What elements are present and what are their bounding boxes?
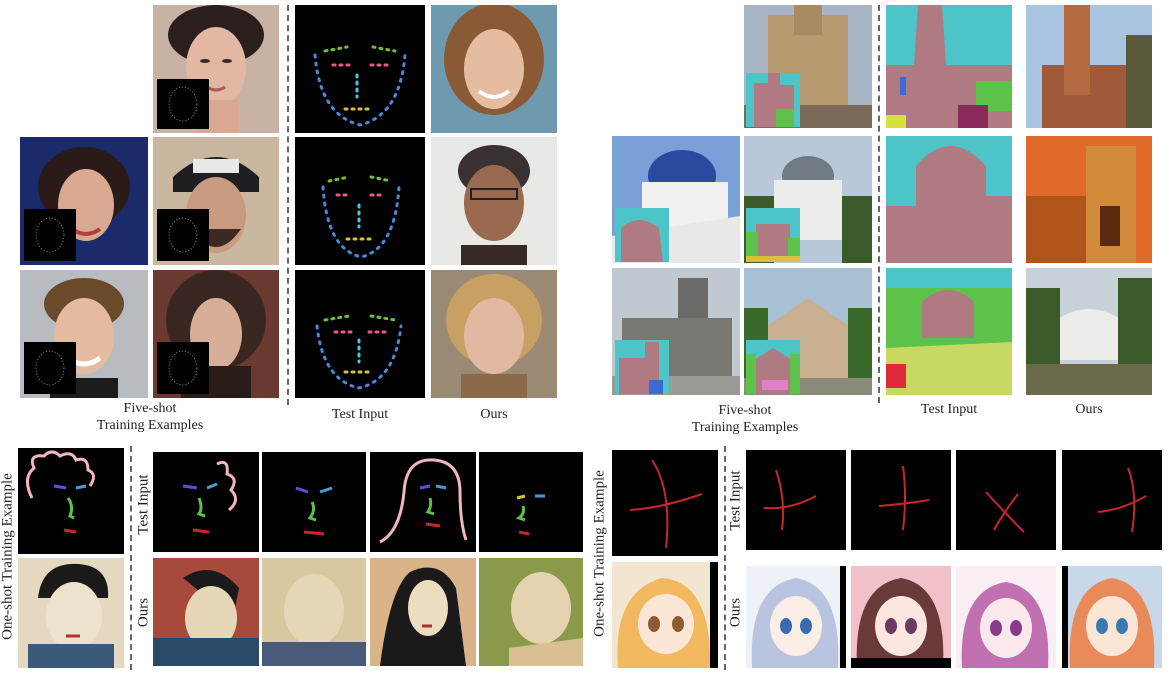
- face-test-input-1: [295, 5, 425, 133]
- church-training-example-1: [744, 5, 872, 128]
- face-training-example-3: [153, 137, 279, 265]
- face-training-example-5: [153, 270, 279, 398]
- segmentation-inset: [615, 208, 669, 262]
- face-training-example-4: [20, 270, 148, 398]
- face-output-2: [431, 137, 557, 265]
- anime-test-input-label: Test Input: [727, 470, 744, 531]
- landmark-inset: [157, 79, 209, 129]
- anime-training-sketch: [612, 450, 718, 556]
- segmentation-inset: [746, 73, 800, 127]
- ukiyoe-test-sketch-3: [370, 452, 476, 552]
- landmark-inset: [24, 342, 76, 394]
- ukiyoe-output-4: [479, 558, 583, 666]
- landmark-inset: [157, 342, 209, 394]
- anime-divider: [724, 446, 726, 670]
- segmentation-inset: [615, 340, 669, 394]
- face-test-input-2: [295, 137, 425, 265]
- faces-test-input-caption: Test Input: [331, 407, 389, 422]
- anime-training-image: [612, 562, 718, 668]
- ukiyoe-test-input-label: Test Input: [135, 474, 152, 535]
- anime-test-sketch-3: [956, 450, 1056, 550]
- church-training-example-2: [612, 136, 740, 263]
- ukiyoe-divider: [130, 446, 132, 670]
- ukiyoe-ours-label: Ours: [135, 597, 152, 628]
- church-output-2: [1026, 136, 1152, 263]
- ukiyoe-test-sketch-1: [153, 452, 259, 552]
- church-ours-caption: Ours: [1075, 402, 1103, 417]
- segmentation-inset: [746, 208, 800, 262]
- face-training-example-1: [153, 5, 279, 133]
- ukiyoe-one-shot-label: One-shot Training Example: [0, 473, 16, 640]
- church-training-example-5: [744, 268, 872, 395]
- ukiyoe-output-3: [370, 558, 476, 666]
- anime-output-2: [851, 566, 951, 668]
- faces-five-shot-caption: Five-shot Training Examples: [96, 401, 204, 433]
- anime-one-shot-label: One-shot Training Example: [591, 470, 608, 637]
- anime-test-sketch-1: [746, 450, 846, 550]
- anime-ours-label: Ours: [727, 597, 744, 628]
- ukiyoe-output-1: [153, 558, 259, 666]
- faces-ours-caption: Ours: [480, 407, 508, 422]
- ukiyoe-test-sketch-4: [479, 452, 583, 552]
- church-test-input-3: [886, 268, 1012, 395]
- church-divider: [878, 5, 880, 403]
- church-five-shot-caption: Five-shot Training Examples: [691, 403, 799, 435]
- ukiyoe-training-sketch: [18, 448, 124, 554]
- anime-output-4: [1062, 566, 1162, 668]
- church-training-example-4: [612, 268, 740, 395]
- church-test-input-2: [886, 136, 1012, 263]
- faces-divider: [287, 5, 289, 405]
- anime-output-1: [746, 566, 846, 668]
- ukiyoe-training-image: [18, 558, 124, 668]
- face-training-example-2: [20, 137, 148, 265]
- ukiyoe-test-sketch-2: [262, 452, 366, 552]
- segmentation-inset: [746, 340, 800, 394]
- church-output-1: [1026, 5, 1152, 128]
- landmark-inset: [24, 209, 76, 261]
- face-output-1: [431, 5, 557, 133]
- anime-output-3: [956, 566, 1056, 668]
- anime-test-sketch-2: [851, 450, 951, 550]
- church-training-example-3: [744, 136, 872, 263]
- landmark-inset: [157, 209, 209, 261]
- face-test-input-3: [295, 270, 425, 398]
- church-test-input-1: [886, 5, 1012, 128]
- church-output-3: [1026, 268, 1152, 395]
- face-output-3: [431, 270, 557, 398]
- church-test-input-caption: Test Input: [920, 402, 978, 417]
- anime-test-sketch-4: [1062, 450, 1162, 550]
- ukiyoe-output-2: [262, 558, 366, 666]
